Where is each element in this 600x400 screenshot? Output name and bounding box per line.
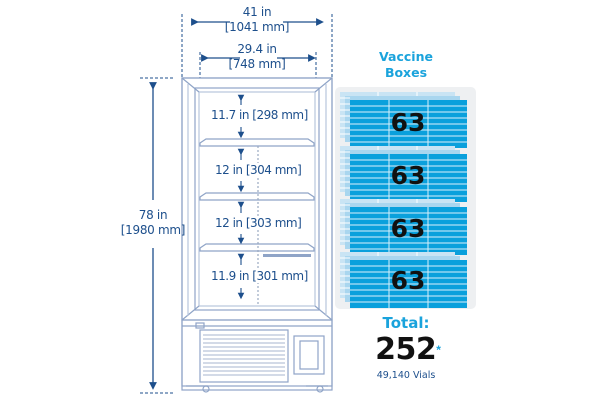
interior-width-imperial: 29.4 in bbox=[237, 42, 277, 56]
shelf-3-height-label: 12 in [303 mm] bbox=[214, 216, 303, 230]
overall-width-imperial: 41 in bbox=[242, 5, 272, 19]
interior-width-metric: [748 mm] bbox=[228, 57, 286, 71]
overall-height-imperial: 78 in bbox=[138, 208, 168, 222]
overall-height-metric: [1980 mm] bbox=[120, 223, 186, 237]
shelf-2-box-count: 63 bbox=[390, 161, 426, 190]
overall-width-dimension bbox=[181, 14, 333, 110]
total-label: Total: bbox=[382, 314, 430, 332]
shelf-2-height-label: 12 in [304 mm] bbox=[214, 163, 303, 177]
overall-width-label: 41 in [1041 mm] bbox=[222, 5, 292, 35]
shelf-4-height-label: 11.9 in [301 mm] bbox=[210, 269, 309, 283]
overall-width-metric: [1041 mm] bbox=[224, 20, 290, 34]
shelf-1-box-count: 63 bbox=[390, 108, 426, 137]
shelf-4-box-count: 63 bbox=[390, 266, 426, 295]
total-value-group: 252* bbox=[366, 333, 450, 372]
shelf-1-height-label: 11.7 in [298 mm] bbox=[210, 108, 309, 122]
overall-height-dimension bbox=[140, 77, 175, 394]
vaccine-boxes-title: Vaccine Boxes bbox=[379, 49, 433, 80]
total-vials: 49,140 Vials bbox=[376, 370, 436, 381]
shelf-3-box-count: 63 bbox=[390, 214, 426, 243]
overall-height-label: 78 in [1980 mm] bbox=[113, 208, 193, 238]
total-value: 252 bbox=[375, 332, 437, 367]
freezer-cabinet bbox=[181, 77, 333, 393]
interior-width-label: 29.4 in [748 mm] bbox=[222, 42, 292, 72]
total-asterisk: * bbox=[436, 343, 441, 357]
